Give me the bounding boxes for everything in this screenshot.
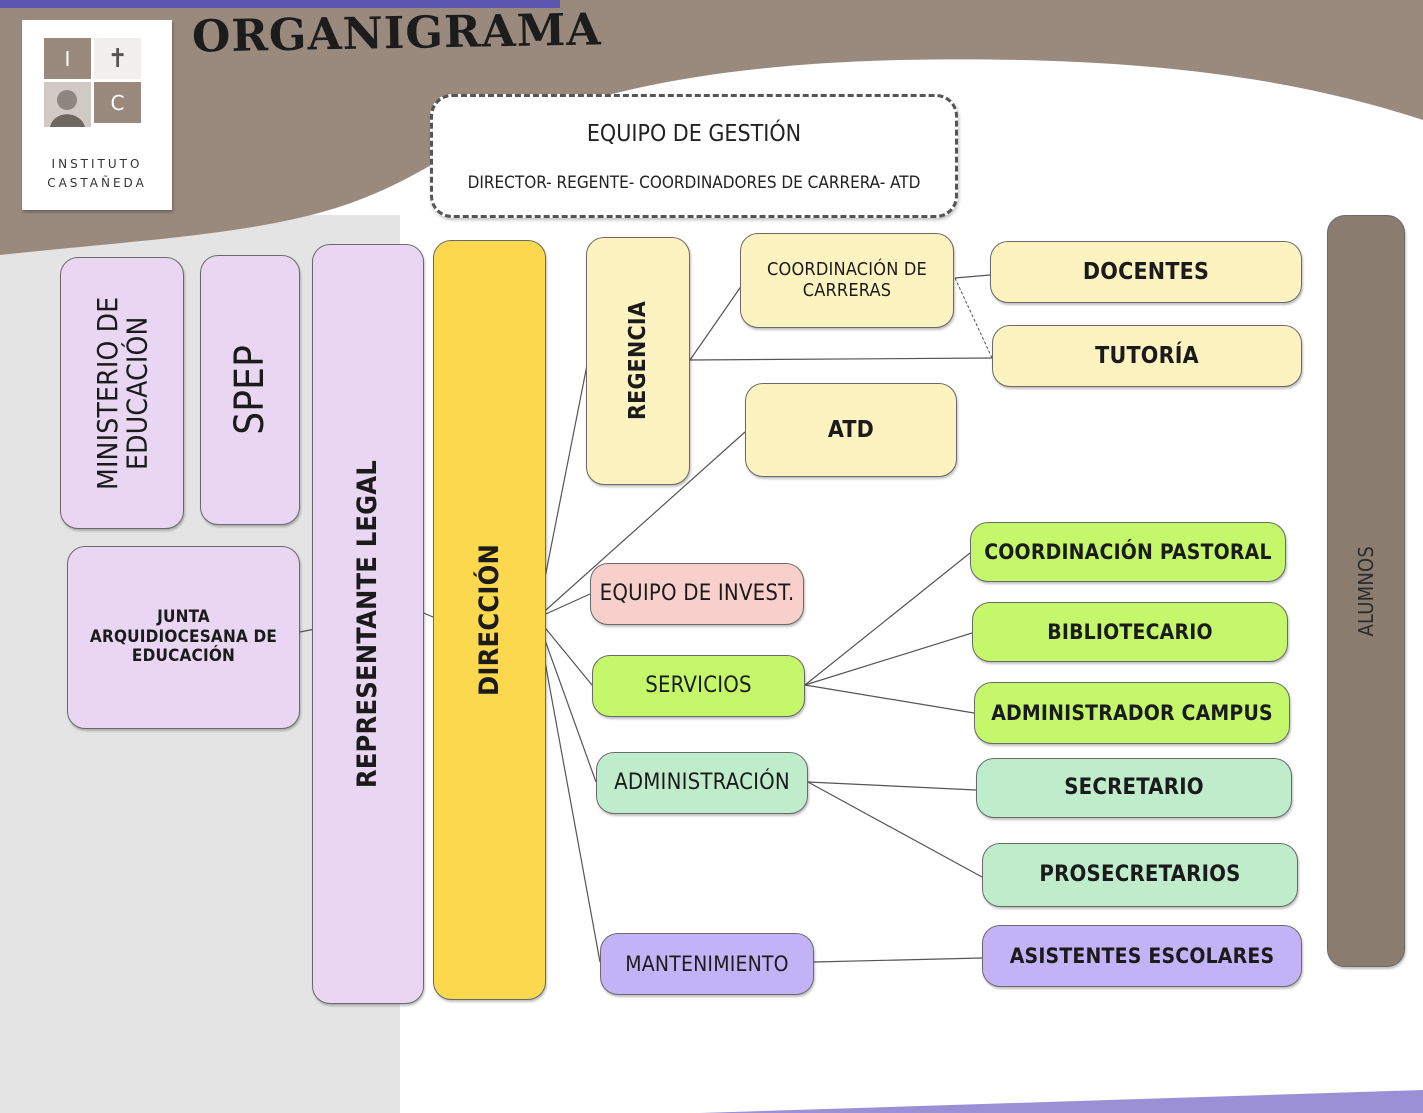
node-asistentes-escolares: ASISTENTES ESCOLARES xyxy=(982,925,1302,987)
node-servicios: SERVICIOS xyxy=(592,655,805,717)
equipo-gestion-box: EQUIPO DE GESTIÓN DIRECTOR- REGENTE- COO… xyxy=(430,94,958,218)
logo-name-line2: CASTAÑEDA xyxy=(47,176,147,190)
node-tutoria: TUTORÍA xyxy=(992,325,1302,387)
logo-letter-c: C xyxy=(94,82,141,123)
node-junta: JUNTA ARQUIDIOCESANA DE EDUCACIÓN xyxy=(67,546,300,729)
institute-logo: I ✝ C INSTITUTO CASTAÑEDA xyxy=(22,20,172,210)
node-prosecretarios: PROSECRETARIOS xyxy=(982,843,1298,907)
node-coordinacion-carreras: COORDINACIÓN DE CARRERAS xyxy=(740,233,954,328)
equipo-gestion-members: DIRECTOR- REGENTE- COORDINADORES DE CARR… xyxy=(467,173,921,193)
portrait-icon xyxy=(44,82,91,127)
node-mantenimiento: MANTENIMIENTO xyxy=(600,933,814,995)
node-docentes: DOCENTES xyxy=(990,241,1302,303)
node-coordinacion-pastoral: COORDINACIÓN PASTORAL xyxy=(970,522,1286,582)
node-secretario: SECRETARIO xyxy=(976,758,1292,818)
node-representante-legal: REPRESENTANTE LEGAL xyxy=(312,244,424,1004)
node-equipo-invest: EQUIPO DE INVEST. xyxy=(590,563,804,625)
logo-letter-i: I xyxy=(44,38,91,79)
node-spep: SPEP xyxy=(200,255,300,525)
node-regencia: REGENCIA xyxy=(586,237,690,485)
node-bibliotecario: BIBLIOTECARIO xyxy=(972,602,1288,662)
node-administracion: ADMINISTRACIÓN xyxy=(596,752,808,814)
node-administrador-campus: ADMINISTRADOR CAMPUS xyxy=(974,682,1290,744)
logo-name-line1: INSTITUTO xyxy=(51,157,143,171)
equipo-gestion-title: EQUIPO DE GESTIÓN xyxy=(586,121,802,147)
node-ministerio: MINISTERIO DE EDUCACIÓN xyxy=(60,257,184,529)
cross-icon: ✝ xyxy=(94,38,141,79)
node-alumnos: ALUMNOS xyxy=(1327,215,1405,967)
node-atd: ATD xyxy=(745,383,957,477)
node-direccion: DIRECCIÓN xyxy=(433,240,546,1000)
